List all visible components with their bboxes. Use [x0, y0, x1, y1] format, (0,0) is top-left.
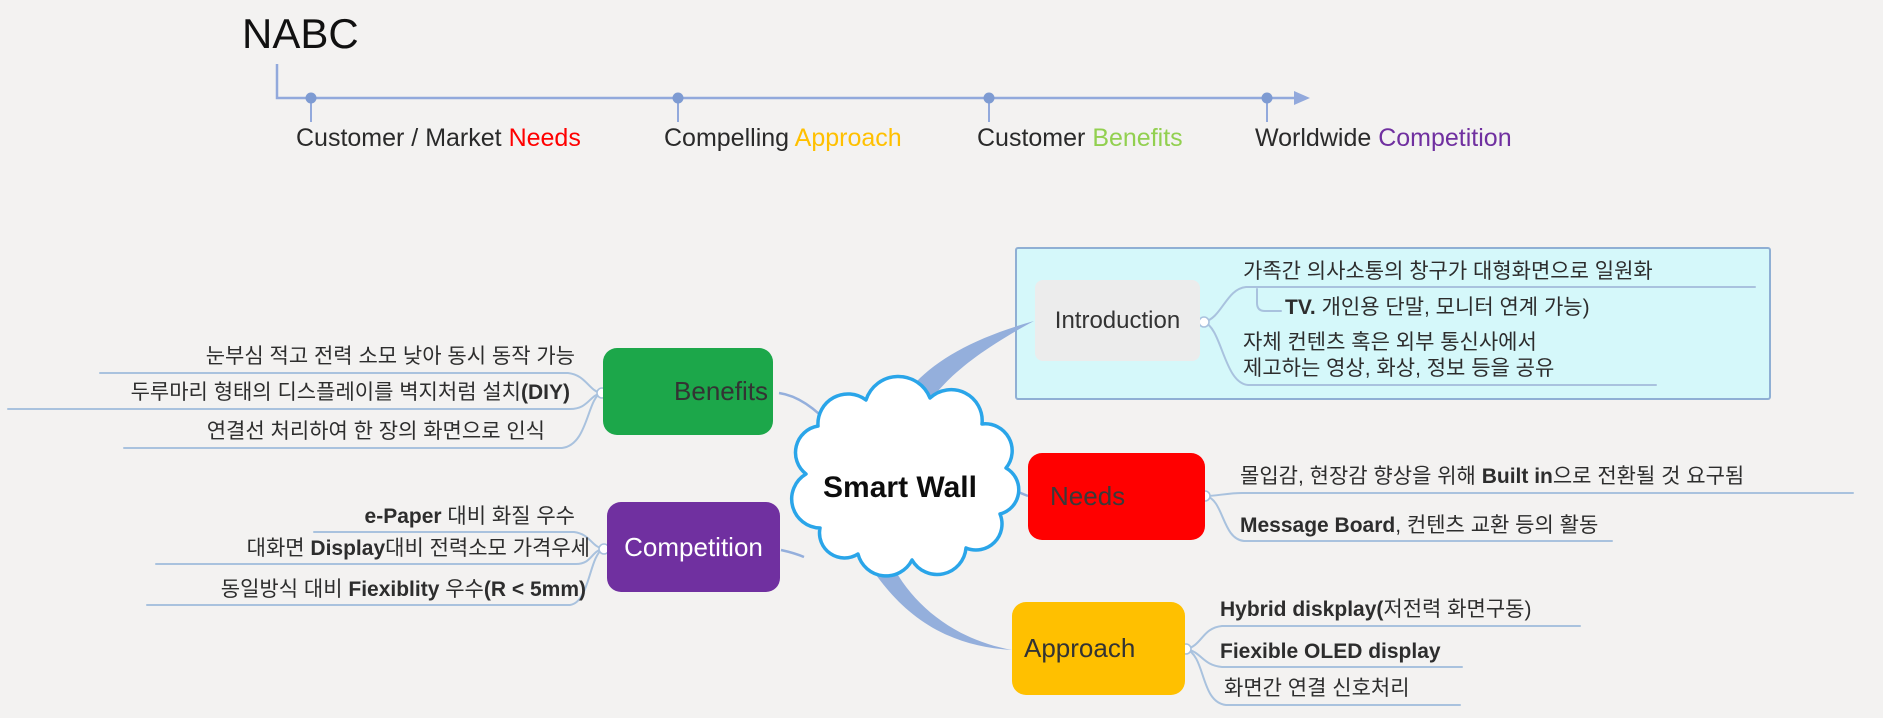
page-title: NABC — [242, 10, 359, 57]
topic-label: Competition — [624, 531, 763, 562]
timeline-dot-1 — [305, 92, 317, 104]
topic-needs-child-2[interactable]: Message Board, 컨텐츠 교환 등의 활동 — [1240, 514, 1599, 537]
timeline-label-prefix: Worldwide — [1255, 124, 1379, 152]
junction-dot-introduction[interactable] — [1198, 316, 1210, 328]
topic-benefits-child-1[interactable]: 눈부심 적고 전력 소모 낮아 동시 동작 가능 — [205, 345, 575, 368]
timeline-label-prefix: Customer — [977, 124, 1093, 152]
line-benefits-child-3 — [123, 392, 602, 449]
topic-approach-child-1[interactable]: Hybrid diskplay(저전력 화면구동) — [1220, 598, 1532, 621]
timeline-label-prefix: Customer / Market — [296, 124, 509, 152]
timeline-label-highlight: Needs — [508, 124, 581, 152]
timeline-dot-2 — [672, 92, 684, 104]
topic-node-introduction[interactable]: Introduction — [1035, 280, 1200, 361]
topic-competition-child-3[interactable]: 동일방식 대비 Fiexiblity 우수(R < 5mm) — [220, 578, 586, 601]
topic-benefits-child-3[interactable]: 연결선 처리하여 한 장의 화면으로 인식 — [206, 420, 545, 443]
line-intro-child-1 — [1203, 286, 1756, 323]
timeline-label-needs: Customer / Market Needs — [296, 124, 581, 153]
topic-label: Needs — [1050, 481, 1126, 511]
line-approach-child-3 — [1185, 648, 1461, 706]
line-needs-child-2 — [1205, 495, 1613, 542]
timeline-label-approach: Compelling Approach — [664, 124, 902, 153]
topic-intro-subchild-tv[interactable]: TV. 개인용 단말, 모니터 연계 가능) — [1285, 296, 1590, 319]
topic-benefits-child-2[interactable]: 두루마리 형태의 디스플레이를 벽지처럼 설치(DIY) — [130, 381, 570, 404]
line-intro-subchild-tv — [1256, 288, 1282, 312]
timeline-dot-4 — [1261, 92, 1273, 104]
timeline-dot-3 — [983, 92, 995, 104]
timeline-label-highlight: Competition — [1378, 124, 1512, 152]
branch-link-competition — [780, 548, 805, 559]
topic-node-competition[interactable]: Competition — [607, 502, 780, 592]
timeline-arrowhead — [1294, 91, 1310, 105]
timeline-label-prefix: Compelling — [664, 124, 795, 152]
topic-label: Approach — [1024, 633, 1136, 663]
timeline-label-benefits: Customer Benefits — [977, 124, 1183, 153]
topic-competition-child-2[interactable]: 대화면 Display대비 전력소모 가격우세 — [246, 537, 590, 560]
root-topic-label[interactable]: Smart Wall — [823, 471, 977, 504]
timeline-ticks — [310, 103, 1268, 122]
timeline-label-highlight: Benefits — [1092, 124, 1183, 152]
topic-competition-child-1[interactable]: e-Paper 대비 화질 우수 — [364, 505, 575, 528]
timeline-line — [275, 64, 1294, 100]
line-competition-child-3 — [146, 548, 604, 606]
topic-label: Benefits — [674, 376, 768, 406]
root-cloud-shape[interactable] — [789, 374, 1021, 578]
topic-node-benefits[interactable]: Benefits — [603, 348, 773, 435]
line-needs-child-1 — [1205, 492, 1854, 497]
line-intro-child-2 — [1203, 321, 1657, 386]
topic-approach-child-2[interactable]: Fiexible OLED display — [1220, 640, 1441, 663]
topic-node-approach[interactable]: Approach — [1012, 602, 1185, 695]
topic-approach-child-3[interactable]: 화면간 연결 신호처리 — [1224, 677, 1410, 700]
topic-label: Introduction — [1054, 306, 1181, 334]
timeline-label-highlight: Approach — [794, 124, 902, 152]
timeline-label-competition: Worldwide Competition — [1255, 124, 1512, 153]
topic-needs-child-1[interactable]: 몰입감, 현장감 향상을 위해 Built in으로 전환될 것 요구됨 — [1240, 465, 1745, 488]
topic-intro-child-1[interactable]: 가족간 의사소통의 창구가 대형화면으로 일원화 — [1243, 260, 1653, 283]
topic-node-needs[interactable]: Needs — [1028, 453, 1205, 540]
